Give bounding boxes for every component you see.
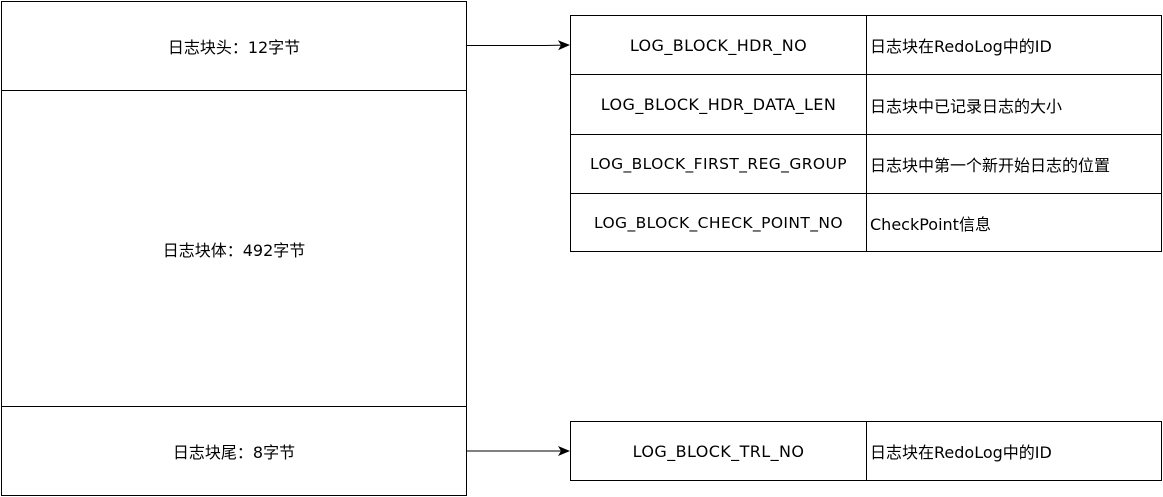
header-field-name: LOG_BLOCK_FIRST_REG_GROUP bbox=[570, 134, 867, 194]
trailer-field-name-text: LOG_BLOCK_TRL_NO bbox=[632, 441, 805, 461]
header-field-desc-text: 日志块中已记录日志的大小 bbox=[870, 96, 1063, 116]
header-field-name-text: LOG_BLOCK_HDR_DATA_LEN bbox=[600, 95, 837, 114]
header-field-name-text: LOG_BLOCK_FIRST_REG_GROUP bbox=[589, 155, 847, 173]
trailer-field-name: LOG_BLOCK_TRL_NO bbox=[570, 421, 867, 481]
log-block-trailer-label: 日志块尾：8字节 bbox=[172, 443, 296, 462]
header-field-desc-text: 日志块在RedoLog中的ID bbox=[870, 37, 1052, 56]
log-block-body-label: 日志块体：492字节 bbox=[162, 240, 306, 260]
header-field-name: LOG_BLOCK_HDR_NO bbox=[570, 15, 867, 75]
log-block-body: 日志块体：492字节 bbox=[1, 90, 467, 407]
header-field-desc-text: 日志块中第一个新开始日志的位置 bbox=[870, 156, 1111, 175]
header-field-name: LOG_BLOCK_CHECK_POINT_NO bbox=[570, 193, 867, 252]
header-field-name: LOG_BLOCK_HDR_DATA_LEN bbox=[570, 74, 867, 135]
header-field-desc: 日志块中已记录日志的大小 bbox=[866, 74, 1162, 135]
header-field-desc: CheckPoint信息 bbox=[866, 193, 1162, 252]
header-field-desc: 日志块中第一个新开始日志的位置 bbox=[866, 134, 1162, 194]
trailer-field-desc: 日志块在RedoLog中的ID bbox=[866, 421, 1162, 481]
log-block-trailer: 日志块尾：8字节 bbox=[1, 406, 467, 496]
trailer-field-desc-text: 日志块在RedoLog中的ID bbox=[870, 443, 1052, 462]
log-block-header: 日志块头：12字节 bbox=[1, 1, 467, 91]
header-field-desc-text: CheckPoint信息 bbox=[870, 214, 991, 234]
header-connector-arrow bbox=[467, 40, 570, 51]
header-field-name-text: LOG_BLOCK_CHECK_POINT_NO bbox=[593, 213, 844, 232]
header-field-name-text: LOG_BLOCK_HDR_NO bbox=[629, 35, 808, 55]
header-field-desc: 日志块在RedoLog中的ID bbox=[866, 15, 1162, 75]
log-block-header-label: 日志块头：12字节 bbox=[167, 38, 301, 57]
